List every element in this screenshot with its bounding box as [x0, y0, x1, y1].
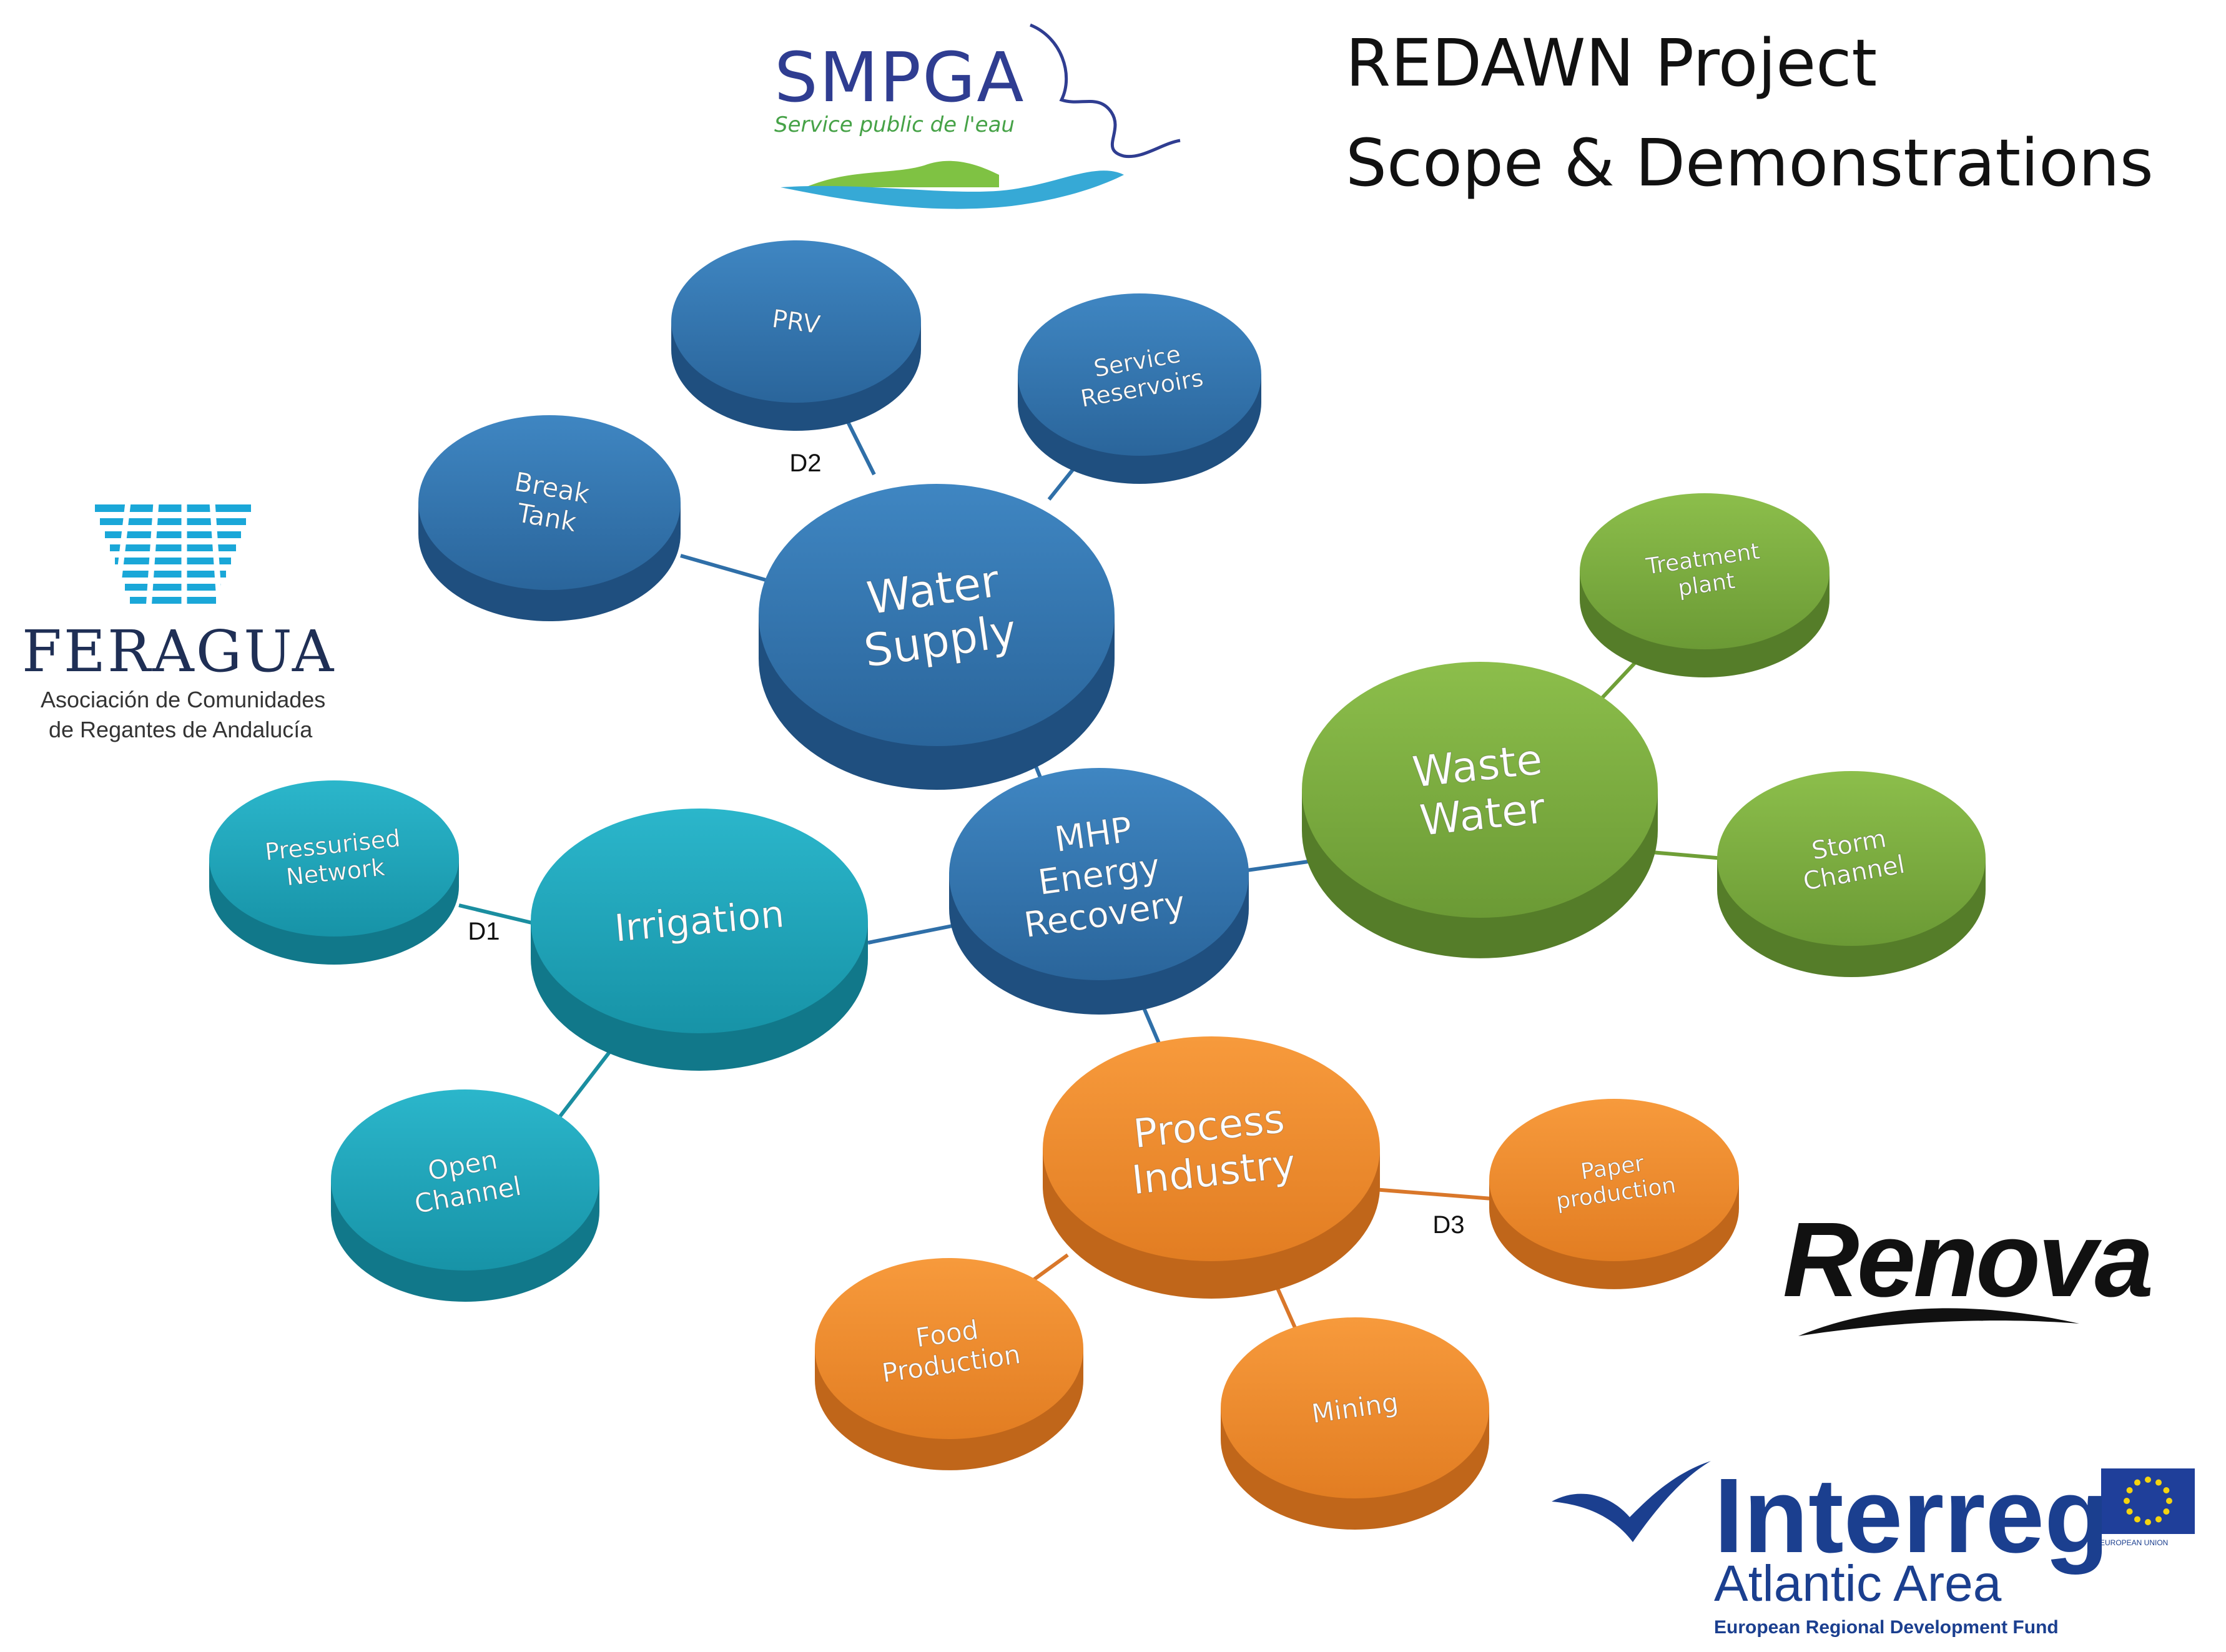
node-mining: Mining — [1221, 1317, 1489, 1530]
interreg-atlantic-area: Atlantic Area — [1714, 1555, 2002, 1612]
interreg-logo-name: Interreg — [1714, 1457, 2109, 1575]
node-face — [1221, 1317, 1489, 1498]
node-label: WasteWater — [1410, 735, 1550, 846]
node-break-tank: BreakTank — [418, 415, 681, 621]
interreg-wave-icon — [1552, 1461, 1711, 1542]
node-food-production: FoodProduction — [815, 1258, 1083, 1470]
eu-star-icon — [2126, 1487, 2133, 1493]
renova-logo-name: Renova — [1783, 1201, 2154, 1319]
node-process-industry: ProcessIndustry — [1043, 1036, 1380, 1299]
node-service-reservoirs: ServiceReservoirs — [1018, 293, 1261, 484]
renova-swoosh-icon — [1798, 1308, 2079, 1336]
node-face — [759, 484, 1115, 746]
eu-label: EUROPEAN UNION — [2100, 1538, 2169, 1547]
feragua-logo-subtitle-1: Asociación de Comunidades — [41, 687, 326, 712]
node-face — [531, 809, 868, 1033]
feragua-logo-subtitle-2: de Regantes de Andalucía — [49, 717, 313, 742]
title-line-2: Scope & Demonstrations — [1346, 125, 2154, 201]
nodes: PRV ServiceReservoirsBreakTankWaterSupply… — [209, 240, 1986, 1530]
eu-star-icon — [2124, 1498, 2130, 1504]
interreg-fund-name: European Regional Development Fund — [1714, 1617, 2059, 1638]
node-face — [209, 780, 459, 937]
smpga-land-icon — [805, 160, 999, 187]
eu-star-icon — [2145, 1519, 2151, 1525]
eu-star-icon — [2134, 1479, 2140, 1486]
node-prv: PRV — [671, 240, 921, 431]
connector-irrigation-pressurised — [458, 903, 538, 926]
eu-star-icon — [2155, 1516, 2162, 1523]
node-irrigation: Irrigation — [531, 809, 868, 1071]
node-label: ProcessIndustry — [1125, 1095, 1298, 1204]
node-open-channel: OpenChannel — [331, 1089, 599, 1302]
node-treatment-plant: Treatmentplant — [1580, 493, 1830, 677]
node-face — [331, 1089, 599, 1271]
node-waste-water: WasteWater — [1302, 662, 1658, 958]
node-mhp: MHPEnergyRecovery — [949, 768, 1249, 1015]
node-label: BreakTank — [507, 466, 593, 539]
node-pressurised-network: PressurisedNetwork — [209, 780, 459, 965]
node-water-supply: WaterSupply — [759, 484, 1115, 790]
demo-label-d3: D3 — [1432, 1211, 1464, 1239]
connector-mhp-process — [1141, 1004, 1163, 1050]
eu-star-icon — [2126, 1508, 2133, 1515]
eu-star-icon — [2134, 1516, 2140, 1523]
connector-mhp-irrigation — [867, 922, 962, 945]
connector-water-supply-break-tank — [680, 554, 769, 583]
node-label: PRV — [770, 305, 822, 340]
node-storm-channel: StormChannel — [1717, 771, 1986, 977]
eu-star-icon — [2166, 1498, 2172, 1504]
node-face — [671, 240, 921, 403]
node-face — [949, 768, 1249, 980]
eu-star-icon — [2163, 1487, 2170, 1493]
node-label: Treatmentplant — [1644, 539, 1765, 606]
smpga-logo-subtitle: Service public de l'eau — [774, 112, 1015, 137]
node-face — [1717, 771, 1986, 946]
feragua-logo-icon — [94, 502, 253, 609]
node-label-line: PRV — [770, 305, 822, 340]
eu-star-icon — [2163, 1508, 2170, 1515]
feragua-logo-name: FERAGUA — [22, 618, 336, 685]
node-label-line: Pressurised — [263, 824, 401, 866]
node-face — [1580, 493, 1830, 649]
smpga-logo — [781, 23, 1181, 209]
eu-flag-icon — [2101, 1468, 2195, 1534]
connector-process-paper — [1373, 1187, 1493, 1201]
smpga-wave-icon — [1030, 23, 1181, 159]
smpga-river-icon — [781, 170, 1124, 209]
node-face — [1302, 662, 1658, 918]
demo-label-d2: D2 — [789, 450, 821, 477]
connector-waste-water-storm — [1651, 850, 1724, 860]
node-face — [418, 415, 681, 590]
node-face — [1489, 1099, 1739, 1261]
node-label: WaterSupply — [854, 553, 1020, 677]
node-paper-production: Paperproduction — [1489, 1099, 1739, 1289]
eu-star-icon — [2155, 1479, 2162, 1486]
node-label: ServiceReservoirs — [1074, 337, 1206, 413]
node-face — [1018, 293, 1261, 456]
eu-star-icon — [2145, 1477, 2151, 1483]
demo-label-d1: D1 — [468, 918, 500, 945]
node-face — [1043, 1036, 1380, 1261]
smpga-logo-name: SMPGA — [774, 37, 1025, 117]
connector-mhp-waste-water — [1242, 860, 1309, 873]
title-line-1: REDAWN Project — [1346, 25, 1878, 101]
node-face — [815, 1258, 1083, 1439]
